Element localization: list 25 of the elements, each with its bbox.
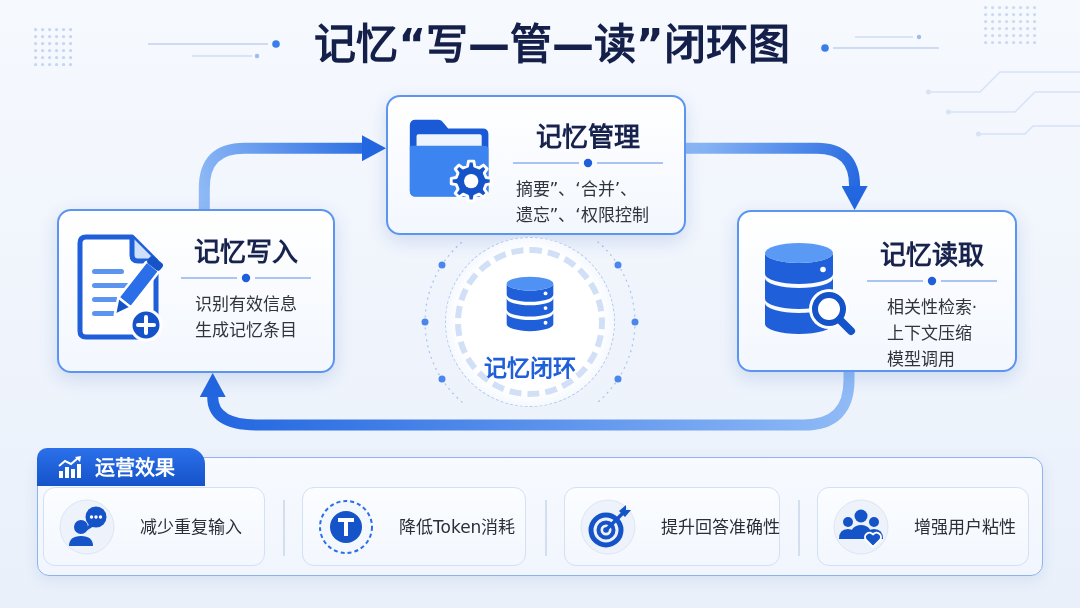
- card-title: 记忆写入: [194, 236, 298, 268]
- benefit-card: [43, 487, 265, 566]
- benefit-card: [817, 487, 1029, 566]
- benefit-text: 减少重复输入: [140, 516, 242, 539]
- step-card: [386, 95, 686, 235]
- card-title: 记忆读取: [880, 239, 984, 271]
- benefit-text: 降低Token消耗: [399, 516, 516, 539]
- card-text: 上下文压缩: [886, 322, 972, 345]
- card-text: 模型调用: [886, 348, 955, 371]
- step-card: [737, 210, 1017, 372]
- arrow: [198, 135, 386, 209]
- card-text: 生成记忆条目: [195, 319, 297, 342]
- benefit-card: [564, 487, 780, 566]
- card-title: 记忆管理: [536, 121, 640, 153]
- arrow: [686, 142, 868, 210]
- step-card: [57, 209, 335, 373]
- benefit-text: 提升回答准确性: [661, 516, 780, 539]
- card-text: 相关性检索·: [886, 296, 978, 319]
- benefit-text: 增强用户粘性: [914, 516, 1016, 539]
- card-text: 识别有效信息: [195, 293, 297, 316]
- card-text: 摘要”、‘合并’、遗忘”、‘权限控制: [515, 178, 650, 227]
- benefit-card: [302, 487, 526, 566]
- tab-title: 运营效果: [94, 457, 175, 479]
- hub-title: 记忆闭环: [484, 354, 576, 382]
- title: 记忆“写—管—读”闭环图: [314, 19, 790, 71]
